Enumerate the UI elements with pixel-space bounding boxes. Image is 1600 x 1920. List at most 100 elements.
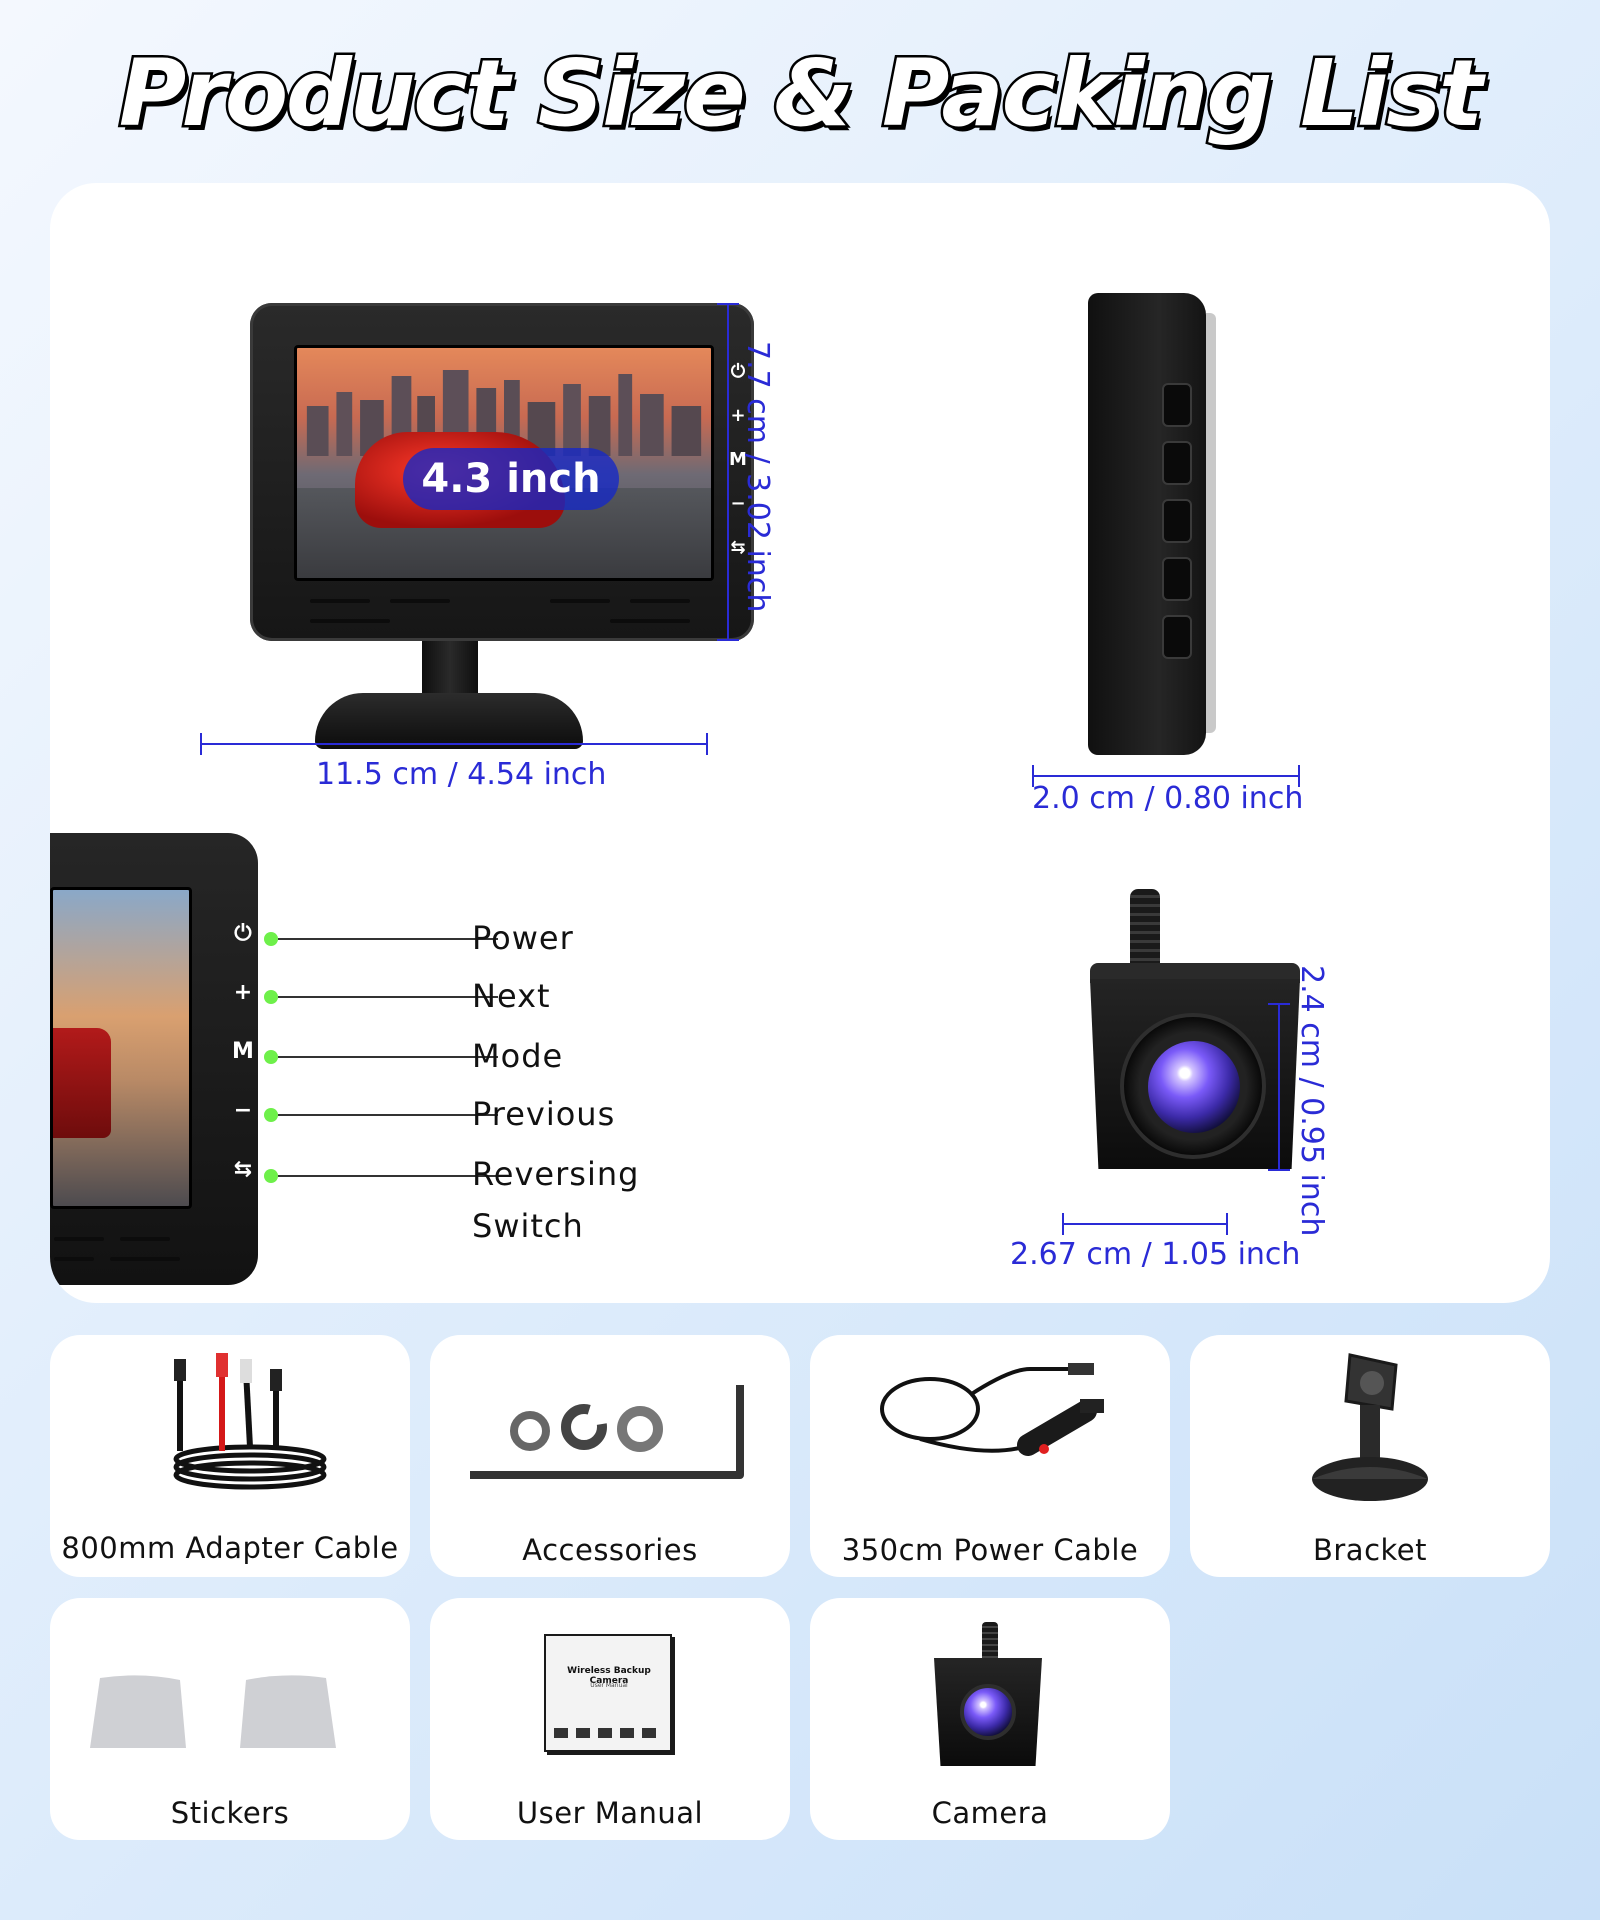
indicator-dot [264, 1108, 278, 1122]
user-manual-title: Wireless Backup Camera [567, 1666, 651, 1686]
button-label-previous: Previous [472, 1095, 616, 1133]
leader-line [278, 996, 498, 998]
side-button [1162, 441, 1192, 485]
camera-lens [1148, 1041, 1240, 1133]
dimension-tick [1298, 765, 1300, 787]
dimension-tick [200, 733, 202, 755]
vent-slot [54, 1257, 94, 1261]
plus-icon: + [730, 405, 746, 426]
side-button [1162, 499, 1192, 543]
vent-slot [630, 599, 690, 603]
dimension-tick [1268, 1169, 1290, 1171]
vent-slot [310, 619, 390, 623]
accessories-image [470, 1385, 744, 1479]
side-button [1162, 557, 1192, 601]
reversing-switch-icon: ⇆ [233, 1157, 253, 1182]
truck-image [53, 1028, 111, 1138]
vent-slot [390, 599, 450, 603]
power-icon: ⏻ [730, 361, 746, 382]
monitor-depth-dimension: 2.0 cm / 0.80 inch [1032, 781, 1304, 816]
camera-width-line [1062, 1223, 1228, 1225]
leader-line [278, 1114, 498, 1116]
dimension-tick [717, 639, 739, 641]
side-button [1162, 383, 1192, 427]
vent-slot [120, 1237, 170, 1241]
minus-icon: − [730, 493, 746, 514]
monitor-depth-line [1032, 775, 1300, 777]
monitor-front-view: 4.3 inch ⏻ + M − ⇆ [250, 303, 754, 641]
power-cable-image [880, 1363, 1104, 1456]
vent-slot [110, 1257, 180, 1261]
dimension-tick [1062, 1213, 1064, 1235]
mode-icon: M [729, 449, 747, 470]
power-icon: ⏻ [234, 921, 252, 946]
vent-slot [310, 599, 370, 603]
leader-line [278, 1056, 498, 1058]
dimension-tick [1268, 1003, 1290, 1005]
indicator-dot [264, 990, 278, 1004]
monitor-partial-view [50, 833, 258, 1285]
packing-item-camera: Camera [810, 1598, 1170, 1840]
camera-height-line [1278, 1003, 1280, 1171]
monitor-stand-base [315, 693, 583, 749]
indicator-dot [264, 1050, 278, 1064]
camera-lens-small [960, 1684, 1016, 1740]
adapter-cable-image [173, 1353, 327, 1490]
packing-item-label: Camera [931, 1796, 1049, 1830]
button-label-mode: Mode [472, 1037, 564, 1075]
leader-line [278, 1175, 498, 1177]
user-manual-icon-strip [554, 1728, 664, 1738]
side-button [1162, 615, 1192, 659]
packing-item-user-manual: Wireless Backup Camera User Manual User … [430, 1598, 790, 1840]
monitor-screen: 4.3 inch [294, 345, 714, 581]
vent-slot [610, 619, 690, 623]
camera-width-dimension: 2.67 cm / 1.05 inch [1010, 1237, 1301, 1272]
button-label-reversing: Reversing [472, 1155, 640, 1193]
indicator-dot [264, 932, 278, 946]
monitor-width-dimension: 11.5 cm / 4.54 inch [316, 757, 607, 792]
reversing-switch-icon: ⇆ [730, 537, 746, 558]
user-manual-image: Wireless Backup Camera User Manual [544, 1634, 672, 1752]
packing-item-label: 350cm Power Cable [841, 1533, 1139, 1567]
leader-line [278, 938, 498, 940]
packing-item-bracket: Bracket [1190, 1335, 1550, 1577]
dimension-tick [706, 733, 708, 755]
vent-slot [54, 1237, 104, 1241]
packing-item-adapter-cable: 800mm Adapter Cable [50, 1335, 410, 1577]
bracket-image [1312, 1353, 1428, 1501]
size-panel: 4.3 inch ⏻ + M − ⇆ 7.7 cm / 3.02 inch 11… [50, 183, 1550, 1303]
indicator-dot [264, 1169, 278, 1183]
packing-item-label: User Manual [516, 1796, 704, 1830]
packing-item-label: Bracket [1312, 1533, 1427, 1567]
mode-icon: M [232, 1039, 254, 1064]
camera-cable-small [982, 1622, 998, 1662]
stickers-image [90, 1675, 336, 1748]
monitor-button-column: ⏻ + M − ⇆ [726, 361, 750, 581]
packing-item-label: Stickers [170, 1796, 290, 1830]
user-manual-subtitle: User Manual [590, 1682, 628, 1689]
screen-size-badge: 4.3 inch [403, 448, 619, 510]
plus-icon: + [233, 980, 253, 1005]
camera-height-dimension: 2.4 cm / 0.95 inch [1294, 965, 1329, 1237]
dimension-tick [1032, 765, 1034, 787]
button-label-switch: Switch [472, 1207, 584, 1245]
button-label-next: Next [472, 977, 551, 1015]
monitor-stand-neck [422, 641, 478, 703]
dimension-tick [717, 303, 739, 305]
monitor-height-dimension: 7.7 cm / 3.02 inch [740, 341, 775, 613]
dimension-tick [1226, 1213, 1228, 1235]
monitor-height-line [727, 303, 729, 641]
minus-icon: − [233, 1098, 253, 1123]
packing-item-label: Accessories [522, 1533, 698, 1567]
button-label-power: Power [472, 919, 574, 957]
packing-item-stickers: Stickers [50, 1598, 410, 1840]
monitor-side-edge [1206, 313, 1216, 733]
camera-top [1090, 963, 1300, 983]
truck-screen-image [50, 887, 192, 1209]
monitor-width-line [200, 743, 708, 745]
page-title: Product Size & Packing List [116, 38, 1485, 150]
vent-slot [550, 599, 610, 603]
packing-item-accessories: Accessories [430, 1335, 790, 1577]
packing-item-power-cable: 350cm Power Cable [810, 1335, 1170, 1577]
packing-item-label: 800mm Adapter Cable [61, 1531, 399, 1565]
